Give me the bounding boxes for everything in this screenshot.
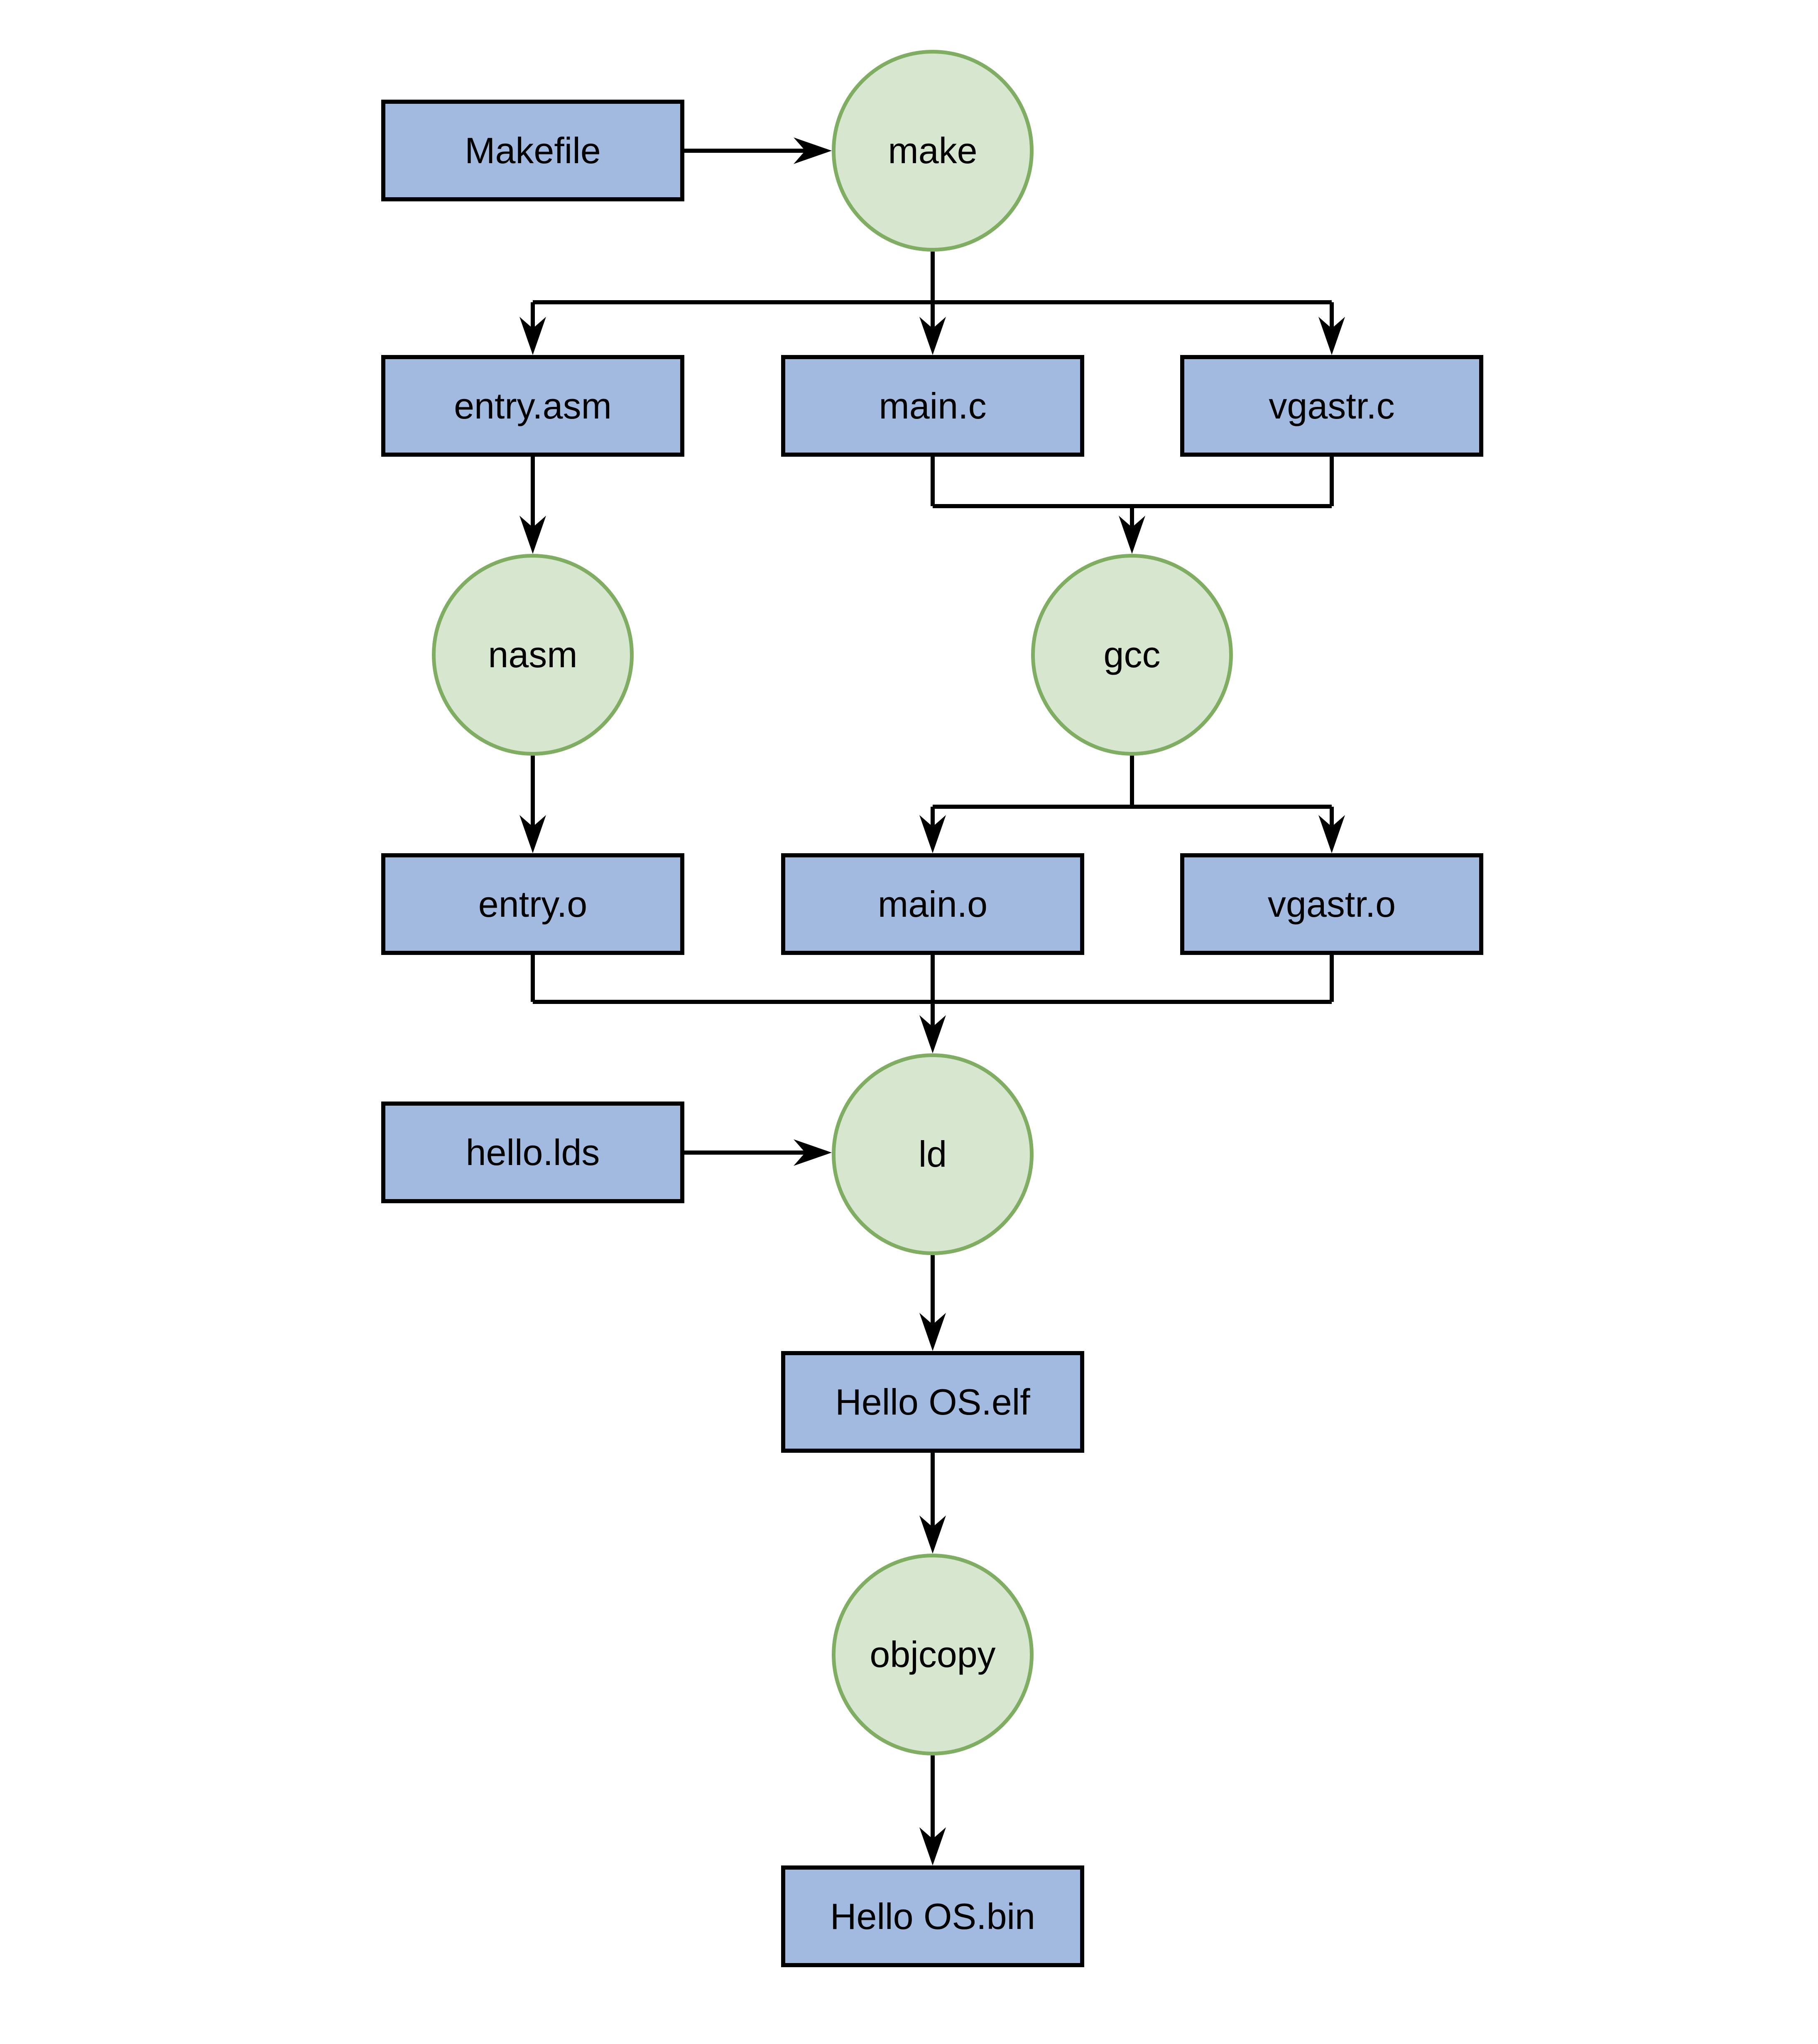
tool-circle-gcc-label: gcc: [1103, 634, 1161, 675]
file-box-hello-os-elf-label: Hello OS.elf: [835, 1381, 1030, 1422]
tool-circle-objcopy-label: objcopy: [870, 1634, 996, 1675]
edge-nasm-to-entry-o: [519, 756, 546, 853]
edge-objcopy-to-hello-bin: [919, 1755, 946, 1865]
file-box-makefile: Makefile: [381, 100, 684, 201]
arrowhead-icon: [919, 1015, 946, 1053]
edge-hello-lds-to-ld: [684, 1139, 832, 1166]
file-box-entry-o-label: entry.o: [478, 883, 588, 925]
file-box-vgastr-o-label: vgastr.o: [1267, 883, 1396, 925]
tool-circle-objcopy: objcopy: [832, 1554, 1034, 1755]
file-box-hello-os-bin-label: Hello OS.bin: [830, 1895, 1035, 1937]
tool-circle-ld: ld: [832, 1053, 1034, 1255]
edge-makefile-to-make: [684, 137, 832, 164]
tool-circle-ld-label: ld: [918, 1133, 947, 1175]
file-box-entry-o: entry.o: [381, 853, 684, 955]
file-box-vgastr-o: vgastr.o: [1180, 853, 1483, 955]
arrowhead-icon: [1318, 317, 1345, 355]
file-box-hello-os-bin: Hello OS.bin: [781, 1865, 1084, 1967]
arrowhead-icon: [519, 815, 546, 853]
arrowhead-icon: [519, 317, 546, 355]
edge-object-files-to-ld: [531, 955, 1334, 1053]
tool-circle-make-label: make: [888, 130, 978, 171]
arrowhead-icon: [519, 516, 546, 554]
file-box-entry-asm: entry.asm: [381, 355, 684, 457]
file-box-main-c-label: main.c: [879, 385, 987, 426]
tool-circle-nasm-label: nasm: [488, 634, 578, 675]
file-box-main-o: main.o: [781, 853, 1084, 955]
edge-c-files-to-gcc: [931, 457, 1334, 554]
arrowhead-icon: [919, 317, 946, 355]
arrowhead-icon: [794, 1139, 832, 1166]
file-box-vgastr-c-label: vgastr.c: [1269, 385, 1395, 426]
arrowhead-icon: [794, 137, 832, 164]
file-box-hello-lds-label: hello.lds: [466, 1131, 600, 1173]
file-box-hello-os-elf: Hello OS.elf: [781, 1351, 1084, 1453]
file-box-makefile-label: Makefile: [465, 130, 601, 171]
edge-hello-elf-to-objcopy: [919, 1453, 946, 1554]
arrowhead-icon: [919, 1827, 946, 1865]
edge-gcc-to-object-files: [919, 756, 1345, 853]
arrowhead-icon: [919, 815, 946, 853]
tool-circle-nasm: nasm: [432, 554, 634, 756]
file-box-main-c: main.c: [781, 355, 1084, 457]
arrowhead-icon: [1119, 516, 1145, 554]
tool-circle-gcc: gcc: [1031, 554, 1233, 756]
file-box-hello-lds: hello.lds: [381, 1102, 684, 1203]
file-box-entry-asm-label: entry.asm: [454, 385, 612, 426]
edge-make-to-sources: [519, 252, 1345, 355]
file-box-vgastr-c: vgastr.c: [1180, 355, 1483, 457]
tool-circle-make: make: [832, 50, 1034, 252]
file-box-main-o-label: main.o: [877, 883, 988, 925]
arrowhead-icon: [919, 1515, 946, 1554]
arrowhead-icon: [1318, 815, 1345, 853]
arrowhead-icon: [919, 1313, 946, 1351]
edge-entry-asm-to-nasm: [519, 457, 546, 554]
edge-ld-to-hello-elf: [919, 1255, 946, 1351]
